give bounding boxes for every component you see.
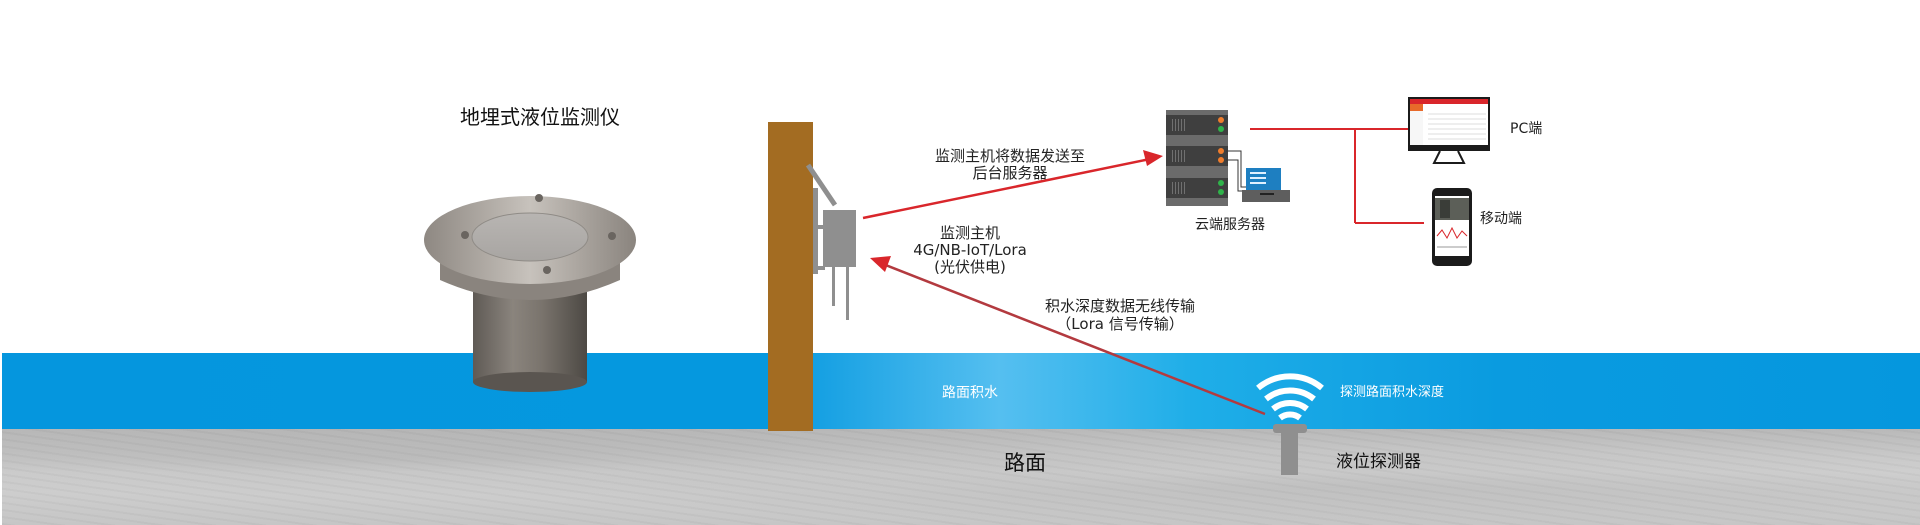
water-label: 路面积水: [942, 385, 998, 401]
utility-pole: [768, 122, 813, 431]
monitoring-host-icon: [805, 163, 856, 320]
pc-label: PC端: [1510, 121, 1543, 137]
road-surface: [2, 429, 1920, 525]
wireless-label-line1: 积水深度数据无线传输: [1044, 297, 1195, 315]
host-to-server-label-line1: 监测主机将数据发送至: [934, 147, 1085, 165]
pc-monitor-icon: [1408, 97, 1490, 164]
mobile-label: 移动端: [1480, 211, 1522, 227]
level-monitor-device-image: [424, 194, 636, 392]
host-label-line3: (光伏供电): [934, 258, 1006, 276]
host-label-line1: 监测主机: [939, 224, 1000, 242]
device-title: 地埋式液位监测仪: [460, 105, 620, 129]
wireless-label-line2: （Lora 信号传输）: [1056, 315, 1184, 333]
level-sensor-icon: [1256, 373, 1324, 475]
detect-depth-label: 探测路面积水深度: [1340, 385, 1445, 400]
host-to-server-label-line2: 后台服务器: [972, 164, 1048, 182]
host-label-line2: 4G/NB-IoT/Lora: [913, 241, 1027, 259]
sensor-label: 液位探测器: [1336, 452, 1421, 472]
mobile-phone-icon: [1432, 188, 1472, 266]
cloud-server-icon: [1166, 110, 1290, 206]
water-layer: [2, 353, 1920, 429]
road-label: 路面: [1004, 451, 1046, 475]
cloud-server-label: 云端服务器: [1195, 217, 1265, 233]
